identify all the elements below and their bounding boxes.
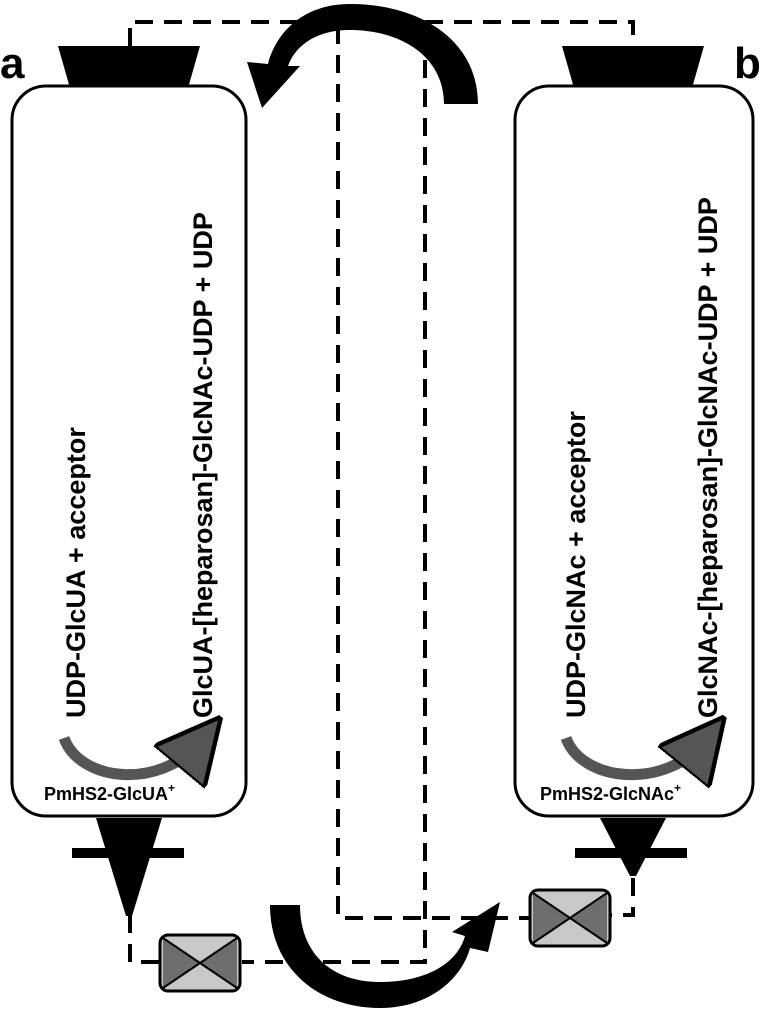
column-b-reaction-arrow bbox=[560, 738, 704, 775]
valve-a-left-wedge bbox=[163, 938, 200, 988]
column-a-products-label: GlcUA-[heparosan]-GlcNAc-UDP + UDP bbox=[188, 212, 218, 718]
circulation-arrow-top bbox=[247, 4, 478, 108]
column-b-body bbox=[513, 84, 755, 818]
valve-b-cross bbox=[532, 892, 608, 944]
column-b: UDP-GlcNAc + acceptor GlcNAc-[heparosan]… bbox=[513, 46, 755, 876]
column-a-substrates-label: UDP-GlcUA + acceptor bbox=[61, 427, 91, 718]
valve-a-right-wedge bbox=[200, 938, 237, 988]
panel-letter-b: b bbox=[734, 39, 761, 88]
column-b-substrates-label: UDP-GlcNAc + acceptor bbox=[561, 411, 591, 718]
column-a-body bbox=[10, 84, 248, 818]
valve-b-left-wedge bbox=[533, 893, 570, 943]
valve-b bbox=[528, 888, 612, 948]
valve-b-right-wedge bbox=[570, 893, 607, 943]
transfer-tubing-outer bbox=[336, 26, 530, 920]
column-b-enzyme-charge: + bbox=[674, 781, 681, 795]
bottom-curved-arrow-body bbox=[270, 902, 500, 1008]
column-b-enzyme-label: PmHS2-GlcNAc+ bbox=[540, 781, 681, 804]
column-b-enzyme-name: PmHS2-GlcNAc bbox=[540, 784, 674, 804]
circulation-arrow-bottom bbox=[270, 902, 500, 1008]
column-a-outlet-tubing bbox=[128, 915, 160, 964]
column-a-enzyme-charge: + bbox=[168, 781, 175, 795]
valve-a-cross bbox=[162, 937, 238, 989]
column-a: UDP-GlcUA + acceptor GlcUA-[heparosan]-G… bbox=[10, 46, 248, 916]
column-a-enzyme-label: PmHS2-GlcUA+ bbox=[44, 781, 175, 804]
column-a-enzyme-name: PmHS2-GlcUA bbox=[44, 784, 168, 804]
top-curved-arrow-body bbox=[247, 4, 478, 108]
column-b-outlet-cone bbox=[600, 818, 666, 876]
transfer-tubing-inner bbox=[242, 60, 427, 964]
column-a-reaction-arrow bbox=[58, 738, 200, 775]
column-a-outlet-cone bbox=[96, 818, 162, 916]
valve-a bbox=[158, 933, 242, 993]
column-a-inlet-funnel bbox=[58, 46, 200, 88]
column-b-inlet-funnel bbox=[562, 46, 704, 88]
column-b-outlet-tubing bbox=[610, 878, 635, 917]
column-b-products-label: GlcNAc-[heparosan]-GlcNAc-UDP + UDP bbox=[693, 197, 723, 718]
panel-letter-a: a bbox=[0, 39, 25, 88]
